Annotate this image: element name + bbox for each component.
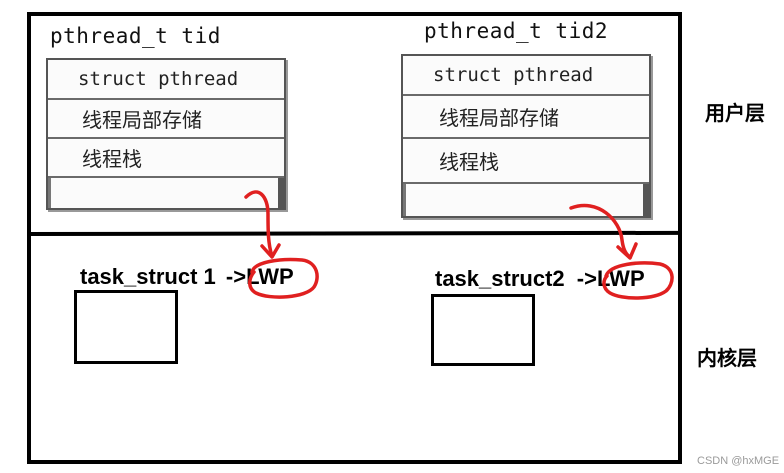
diagram-frame [27, 12, 682, 464]
annotation-strokes [244, 190, 674, 300]
thread-handle-2: pthread_t tid2 [424, 19, 609, 43]
struct-pthread-row: struct pthread [48, 60, 284, 100]
thread-stack-1: struct pthread 线程局部存储 线程栈 [46, 58, 286, 210]
task-struct-2-box [431, 294, 535, 366]
arrow-text: -> [576, 266, 597, 291]
kernel-space-label: 内核层 [697, 346, 757, 370]
arrow-1-curve [244, 190, 274, 258]
struct-pthread-row: struct pthread [403, 56, 649, 96]
watermark: CSDN @hxMGE [697, 455, 780, 467]
lwp-2-circle [602, 261, 674, 300]
task-name: task_struct2 [435, 266, 565, 291]
task-struct-1-label: task_struct 1 ->LWP [80, 264, 294, 290]
arrow-2-head [616, 242, 638, 260]
arrow-1-head [260, 243, 281, 259]
arrow-text: -> [225, 264, 247, 289]
thread-stack-row: 线程栈 [48, 139, 284, 178]
task-struct-2-label: task_struct2 ->LWP [435, 266, 645, 292]
tls-row: 线程局部存储 [403, 96, 649, 139]
thread-handle-1: pthread_t tid [50, 24, 221, 48]
empty-row [48, 178, 284, 208]
thread-stack-2: struct pthread 线程局部存储 线程栈 [401, 54, 651, 218]
empty-row [403, 184, 649, 216]
tls-row: 线程局部存储 [48, 100, 284, 139]
task-struct-1-box [74, 290, 178, 364]
user-space-label: 用户层 [705, 101, 765, 125]
lwp-1-circle [248, 257, 319, 299]
task-name: task_struct 1 [80, 264, 216, 289]
thread-stack-row: 线程栈 [403, 139, 649, 184]
